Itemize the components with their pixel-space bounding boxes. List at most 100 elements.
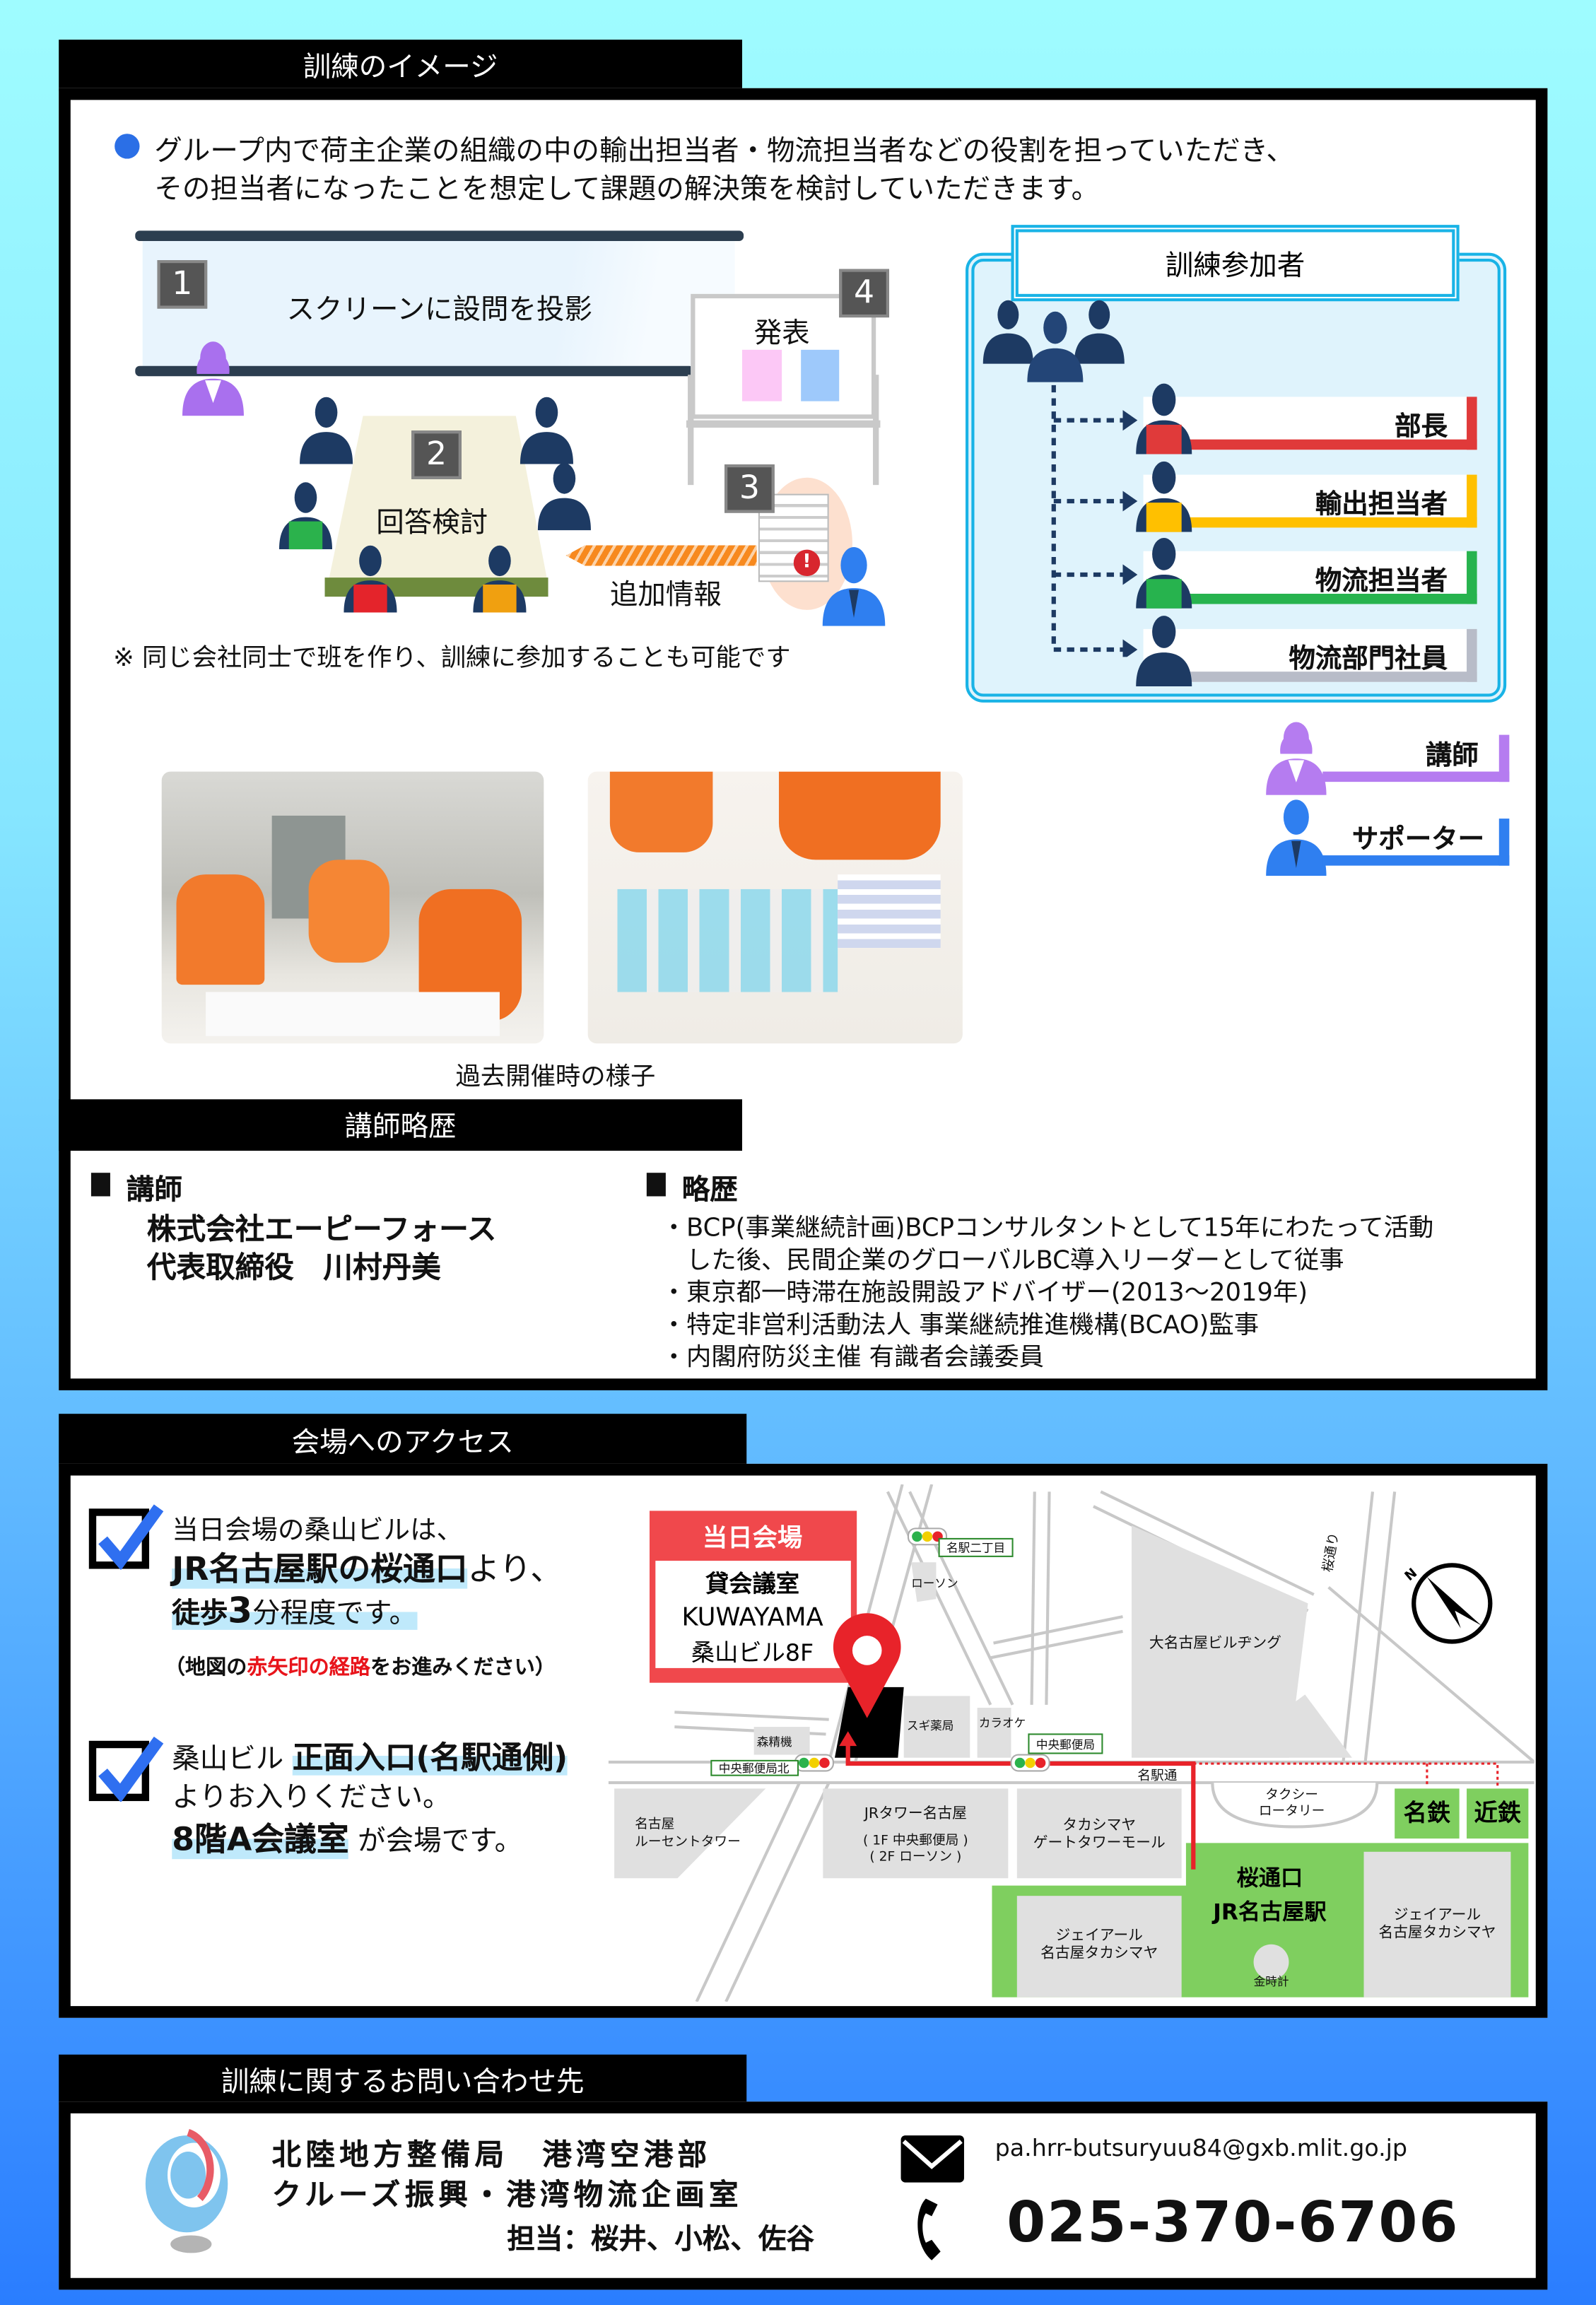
map-label: ジェイアール	[1056, 1927, 1143, 1944]
step-badge-4: 4	[839, 269, 889, 318]
team-note: ※ 同じ会社同士で班を作り、訓練に参加することも可能です	[113, 643, 791, 674]
history-item: ・BCP(事業継続計画)BCPコンサルタントとして15年にわたって活動	[662, 1207, 1434, 1243]
history-item: ・内閣府防災主催 有識者会議委員	[662, 1336, 1044, 1373]
signal-label: 中央郵便局北	[719, 1762, 790, 1776]
access-map: 名駅二丁目 中央郵便局北 中央郵便局 ローソン 森精機 スギ薬局 カラオケ 大名…	[608, 1484, 1535, 2002]
venue-header: 当日会場	[703, 1523, 802, 1552]
intro-line-2: その担当者になったことを想定して課題の解決策を検討していただきます。	[154, 173, 1100, 206]
participant-orange-vest-icon	[471, 541, 527, 613]
map-label: タクシー	[1265, 1788, 1318, 1802]
map-label: 森精機	[757, 1735, 792, 1749]
legend-instructor-bar	[1322, 734, 1510, 782]
step-3-label: 追加情報	[609, 579, 722, 611]
participant-icon	[536, 460, 592, 531]
venue-floor: 桑山ビル8F	[691, 1638, 814, 1666]
route-note-b: をお進みください）	[370, 1656, 556, 1680]
participant-group-icon	[982, 300, 1125, 382]
map-label: 名古屋タカシマヤ	[1040, 1944, 1158, 1961]
traffic-light-icon	[1010, 1754, 1050, 1772]
route-note-red: 赤矢印の経路	[247, 1656, 370, 1680]
map-label: JRタワー名古屋	[863, 1805, 967, 1822]
role-person-icon	[1134, 611, 1193, 688]
step-1-label: スクリーンに設問を投影	[286, 293, 593, 327]
jr-takashimaya-left	[1016, 1896, 1182, 1998]
kintetsu-block	[1467, 1788, 1529, 1839]
bullet-icon	[115, 134, 140, 159]
photo-caption: 過去開催時の様子	[455, 1062, 656, 1092]
meitetsu-block	[1395, 1788, 1460, 1839]
map-label: ( 2F ローソン )	[869, 1849, 961, 1864]
participant-icon	[519, 394, 575, 464]
whiteboard-tray	[686, 420, 881, 428]
contact-staff: 担当：桜井、小松、佐谷	[507, 2223, 814, 2256]
participants-title: 訓練参加者	[1011, 225, 1460, 302]
map-label: 名古屋タカシマヤ	[1378, 1923, 1496, 1940]
checkbox-checked-icon	[88, 1504, 164, 1570]
map-label: ( 1F 中央郵便局 )	[863, 1833, 968, 1848]
participant-icon	[298, 394, 354, 464]
square-bullet-icon	[646, 1173, 666, 1197]
walk-minutes: 3	[228, 1590, 253, 1631]
step-4-label: 発表	[753, 317, 810, 350]
room-suffix: が会場です。	[358, 1825, 523, 1858]
history-heading: 略歴	[681, 1174, 738, 1207]
history-text: 内閣府防災主催 有識者会議委員	[686, 1343, 1045, 1373]
traffic-light-icon	[794, 1754, 834, 1772]
history-item-continued: した後、民間企業のグローバルBC導入リーダーとして従事	[686, 1246, 1344, 1276]
legend-supporter-label: サポーター	[1351, 824, 1484, 856]
entrance-line-2: よりお入りください。	[172, 1781, 451, 1814]
venue-room: 貸会議室	[705, 1570, 799, 1597]
bullet: ・	[661, 1343, 686, 1373]
map-label: ジェイアール	[1394, 1906, 1481, 1923]
step-badge-3: 3	[724, 464, 775, 513]
jr-takashimaya-right	[1363, 1851, 1511, 1998]
bullet: ・	[661, 1278, 686, 1308]
sticky-note-blue	[801, 349, 840, 401]
history-text: 特定非営利活動法人 事業継続推進機構(BCAO)監事	[686, 1310, 1260, 1341]
access-line-3: 徒歩3分程度です。	[172, 1590, 417, 1631]
projection-screen	[142, 239, 735, 369]
history-item: ・特定非営利活動法人 事業継続推進機構(BCAO)監事	[661, 1303, 1260, 1341]
route-dotted	[1193, 1762, 1499, 1788]
role-row	[1143, 628, 1477, 682]
map-label: 名古屋	[635, 1817, 674, 1832]
checkbox-checked-icon	[88, 1736, 164, 1802]
history-text: 東京都一時滞在施設開設アドバイザー(2013～2019年)	[686, 1278, 1308, 1308]
map-label: スギ薬局	[907, 1719, 954, 1732]
legend-supporter-bar	[1322, 819, 1510, 866]
kintetsu-label: 近鉄	[1474, 1799, 1521, 1826]
map-label: 金時計	[1254, 1975, 1289, 1988]
role-person-icon	[1134, 534, 1193, 609]
alert-icon: !	[793, 549, 821, 577]
organization-logo	[145, 2128, 228, 2253]
step-badge-2: 2	[411, 430, 462, 479]
contact-email[interactable]: pa.hrr-butsuryuu84@gxb.mlit.go.jp	[994, 2133, 1408, 2162]
section-title-contact: 訓練に関するお問い合わせ先	[59, 2054, 747, 2105]
venue-name: KUWAYAMA	[681, 1603, 823, 1632]
signal-label: 中央郵便局	[1036, 1738, 1095, 1752]
participant-green-vest-icon	[278, 478, 334, 550]
station-exit-label: 桜通口	[1237, 1866, 1303, 1891]
walk-suffix: 分程度です。	[252, 1597, 418, 1630]
access-line-2: JR名古屋駅の桜通口より、	[172, 1543, 563, 1590]
square-bullet-icon	[90, 1173, 110, 1197]
org-line-2: クルーズ振興・港湾物流企画室	[271, 2176, 743, 2212]
entrance-highlight: 正面入口(名駅通側)	[292, 1740, 568, 1776]
supporter-icon	[818, 544, 889, 626]
access-line-2-rest: より、	[467, 1552, 563, 1589]
route-note-a: （地図の	[164, 1656, 247, 1680]
map-label: 大名古屋ビルヂング	[1149, 1634, 1281, 1651]
whiteboard-leg-left	[688, 375, 694, 486]
walk-label: 徒歩	[172, 1597, 228, 1630]
role-row	[1143, 474, 1477, 528]
step-badge-1: 1	[157, 260, 208, 309]
bullet: ・	[661, 1310, 686, 1341]
contact-phone[interactable]: 025-370-6706	[1007, 2190, 1460, 2255]
station-name-label: JR名古屋駅	[1211, 1899, 1327, 1925]
section-title-access: 会場へのアクセス	[59, 1414, 747, 1467]
screen-bottom-bar	[135, 365, 694, 377]
entrance-line-1: 桑山ビル 正面入口(名駅通側)	[172, 1734, 568, 1778]
entrance-building: 桑山ビル	[172, 1742, 284, 1776]
access-line-1: 当日会場の桑山ビルは、	[172, 1515, 463, 1547]
map-label: ルーセントタワー	[635, 1834, 741, 1849]
